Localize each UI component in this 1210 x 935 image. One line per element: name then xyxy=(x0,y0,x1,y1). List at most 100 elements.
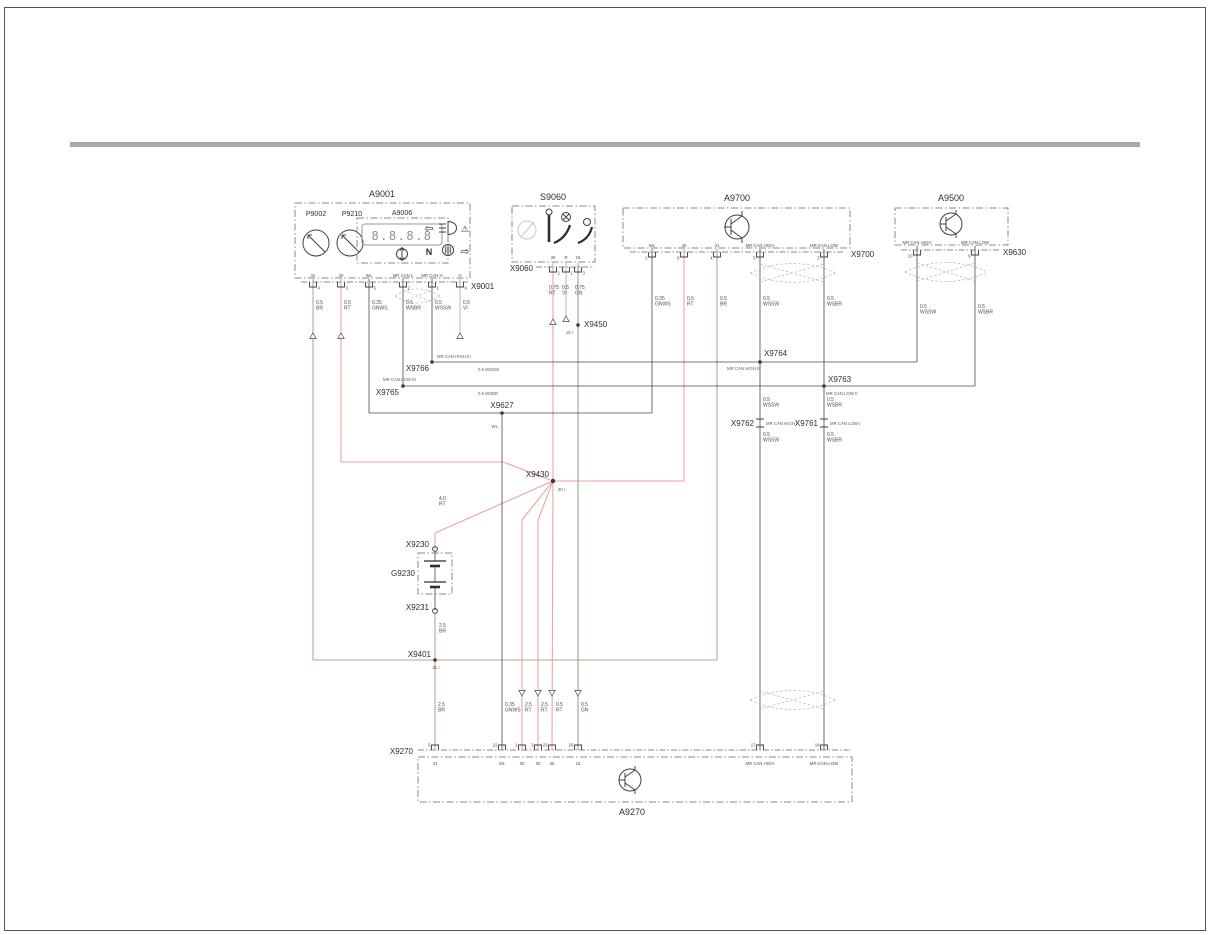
pin-name: WL xyxy=(649,243,656,248)
net-label: MR CAN HIGH III xyxy=(437,354,471,359)
wire-30-x9270-c xyxy=(551,480,554,751)
pin-symbol xyxy=(820,744,828,750)
pin-number: 3 xyxy=(346,286,349,291)
junction-label-x9430: X9430 xyxy=(526,470,550,479)
pin-name: MR CAN HIGH xyxy=(903,240,932,245)
node-x9450 xyxy=(576,323,580,327)
twisted-pair-icon xyxy=(394,288,441,304)
component-title: A9700 xyxy=(724,193,750,203)
pin-name: MR CAN LOW xyxy=(961,240,990,245)
junction-label-x9450: X9450 xyxy=(584,320,608,329)
node-x9766 xyxy=(430,360,434,364)
display-box xyxy=(356,217,449,264)
pin-name: 31 xyxy=(715,243,720,248)
inline-connector-arrows xyxy=(309,315,582,697)
wire-30-x9270-b xyxy=(537,480,554,750)
pin-number: 1 xyxy=(515,743,518,748)
twisted-pair-symbols xyxy=(394,262,989,710)
pin-number: 1 xyxy=(571,271,574,276)
wire-30-a9700 xyxy=(553,249,685,482)
pin-number: 2 xyxy=(408,286,411,291)
pin-number: 6 xyxy=(677,256,680,261)
inline-connector-x9761 xyxy=(820,418,828,428)
wires-brown-31 xyxy=(312,249,718,750)
pin-name: WL xyxy=(499,761,506,766)
pin-number: 9 xyxy=(968,254,971,259)
pin-number: 4 xyxy=(710,256,713,261)
pin-number: 5 xyxy=(753,256,756,261)
pin-name: MR CAN H xyxy=(421,273,442,278)
pin-name: MR CAN HIGH xyxy=(746,243,775,248)
wires-can xyxy=(402,246,976,750)
wire-arrow-icon xyxy=(549,318,557,325)
component-a9500: A9500 xyxy=(894,193,1009,246)
pin-number: 3 xyxy=(583,271,586,276)
pin-number: 2 xyxy=(558,271,561,276)
junction-label-x9766: X9766 xyxy=(406,364,430,373)
pin-number: 5 xyxy=(374,286,377,291)
wires-red-30 xyxy=(340,249,685,751)
pin-name: 30 xyxy=(551,255,556,260)
pin-name: R xyxy=(564,255,567,260)
net-label: MR CAN HIGH II xyxy=(727,366,759,371)
connector-label-x9001: X9001 xyxy=(471,282,495,291)
pin-name: 31 xyxy=(311,273,316,278)
component-a9700: A9700 xyxy=(622,193,851,249)
pin-symbol xyxy=(913,250,921,256)
turn-left-icon: ⇦ xyxy=(424,223,433,235)
wire-arrow-icon xyxy=(518,690,526,697)
junction-label-x9762: X9762 xyxy=(731,419,755,428)
connector-label-x9270: X9270 xyxy=(390,747,414,756)
pin-symbol xyxy=(680,252,688,258)
turn-right-icon: ⇨ xyxy=(460,246,469,258)
wire-30-a9001 xyxy=(340,279,554,482)
wire-30-x9270-a xyxy=(521,480,554,750)
pin-symbol xyxy=(309,282,317,288)
pin-name: 30 xyxy=(682,243,687,248)
net-label: MR CAN LOW II xyxy=(826,391,858,396)
neutral-indicator: N xyxy=(426,247,433,257)
gauge-icon xyxy=(302,229,330,257)
pin-number: 5 xyxy=(428,743,431,748)
gauge-icon xyxy=(336,229,364,257)
pin-name: WL xyxy=(366,273,373,278)
pin-number: 3 xyxy=(817,256,820,261)
net-label: 15 I xyxy=(566,330,573,335)
pin-symbol xyxy=(431,744,439,750)
pin-symbol xyxy=(648,252,656,258)
pin-name: 30 xyxy=(536,761,541,766)
pin-name: MR CAN L xyxy=(393,273,414,278)
junction-label-x9627: X9627 xyxy=(490,401,514,410)
component-box xyxy=(294,202,471,279)
component-g9230: X9230 G9230 X9231 xyxy=(391,540,453,614)
wire-gauge-label: 0.5 WSSW xyxy=(478,367,500,372)
twisted-pair-icon xyxy=(904,262,989,282)
pin-symbol xyxy=(820,252,828,258)
pin-name: MR CAN HIGH xyxy=(746,761,775,766)
wire-arrow-icon xyxy=(456,332,464,339)
page-frame xyxy=(4,7,1206,931)
pin-symbol xyxy=(713,252,721,258)
